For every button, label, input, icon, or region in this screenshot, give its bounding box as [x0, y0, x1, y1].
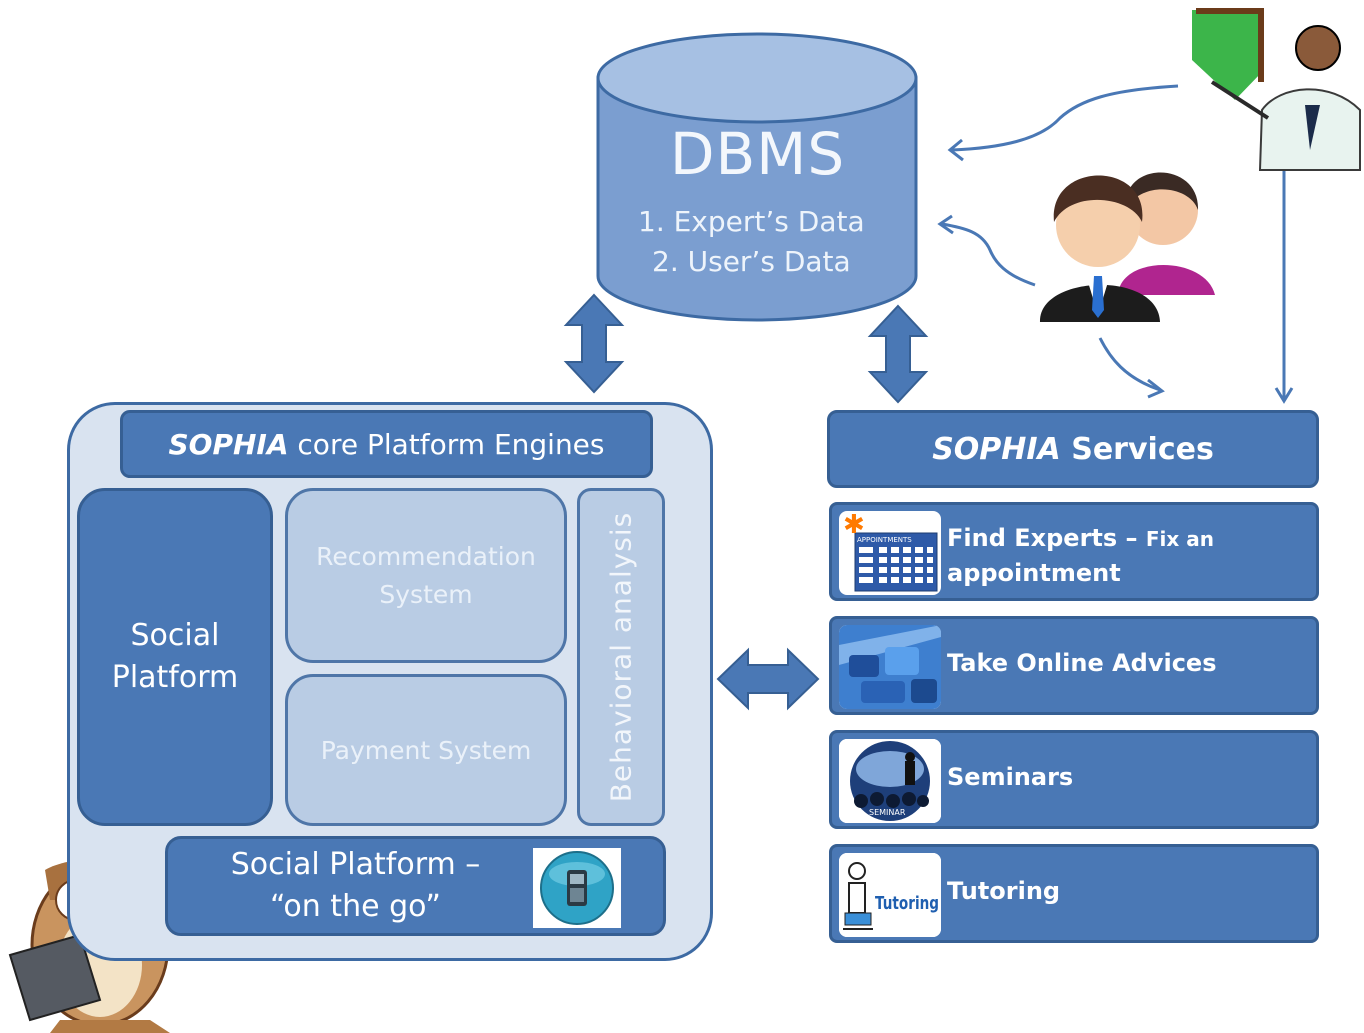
appointments-icon-text: APPOINTMENTS [857, 536, 912, 544]
seminar-icon-text: SEMINAR [869, 808, 906, 817]
service-take-online-advices: Take Online Advices [829, 616, 1319, 715]
services-header-brand: SOPHIA [932, 431, 1061, 467]
service-tutoring: Tutoring Tutoring [829, 844, 1319, 943]
appointments-icon: APPOINTMENTS ✱ [839, 511, 941, 595]
users-illustration [1039, 172, 1215, 322]
payment-system-box: Payment System [285, 674, 567, 826]
core-header-brand: SOPHIA [168, 427, 289, 461]
expert-teacher-illustration [1192, 8, 1361, 171]
dbms-title: DBMS [669, 120, 846, 188]
service-find-experts: APPOINTMENTS ✱ Find Experts – Fix an app… [829, 502, 1319, 601]
social-platform-box: Social Platform [77, 488, 273, 826]
on-the-go-line1: Social Platform – [230, 847, 481, 882]
core-services-double-arrow [716, 647, 820, 711]
users-to-services-arrow [1098, 337, 1161, 392]
recommendation-system-box: Recommendation System [285, 488, 567, 663]
recommendation-line2: System [379, 579, 473, 609]
dbms-item-experts-data: 1. Expert’s Data [638, 205, 865, 238]
expert-to-dbms-arrow [951, 84, 1179, 152]
keyboard-icon [839, 625, 941, 709]
service-seminars: SEMINAR Seminars [829, 730, 1319, 829]
find-experts-small: Fix an [1145, 527, 1215, 551]
dbms-cylinder [596, 32, 918, 322]
svg-text:✱: ✱ [843, 511, 865, 540]
take-online-advices-label: Take Online Advices [947, 649, 1217, 677]
dbms-core-double-arrow [563, 293, 625, 394]
find-experts-separator: – [1117, 524, 1146, 552]
seminars-label: Seminars [947, 763, 1074, 791]
tutoring-label: Tutoring [947, 877, 1061, 905]
users-to-dbms-arrow [941, 222, 1036, 287]
services-header-text: Services [1060, 431, 1214, 467]
mobile-phone-icon [533, 848, 621, 928]
behavioral-analysis-label: Behavioral analysis [604, 511, 638, 803]
recommendation-line1: Recommendation [316, 541, 536, 571]
dbms-item-users-data: 2. User’s Data [652, 245, 851, 278]
find-experts-line1: Find Experts [947, 524, 1118, 552]
seminar-icon: SEMINAR [839, 739, 941, 823]
find-experts-label: Find Experts – Fix an appointment [947, 521, 1214, 590]
payment-system-label: Payment System [320, 735, 532, 765]
dbms-services-double-arrow [867, 304, 929, 404]
social-platform-line1: Social [130, 618, 220, 653]
core-header-text: core Platform Engines [288, 427, 605, 461]
tutoring-icon: Tutoring [839, 853, 941, 937]
core-platform-header: SOPHIA core Platform Engines [120, 410, 653, 478]
tutoring-icon-text: Tutoring [875, 893, 939, 914]
behavioral-analysis-box: Behavioral analysis [577, 488, 665, 826]
find-experts-line2: appointment [947, 559, 1121, 587]
on-the-go-line2: “on the go” [270, 889, 441, 924]
social-platform-line2: Platform [111, 660, 239, 695]
services-header: SOPHIA Services [827, 410, 1319, 488]
